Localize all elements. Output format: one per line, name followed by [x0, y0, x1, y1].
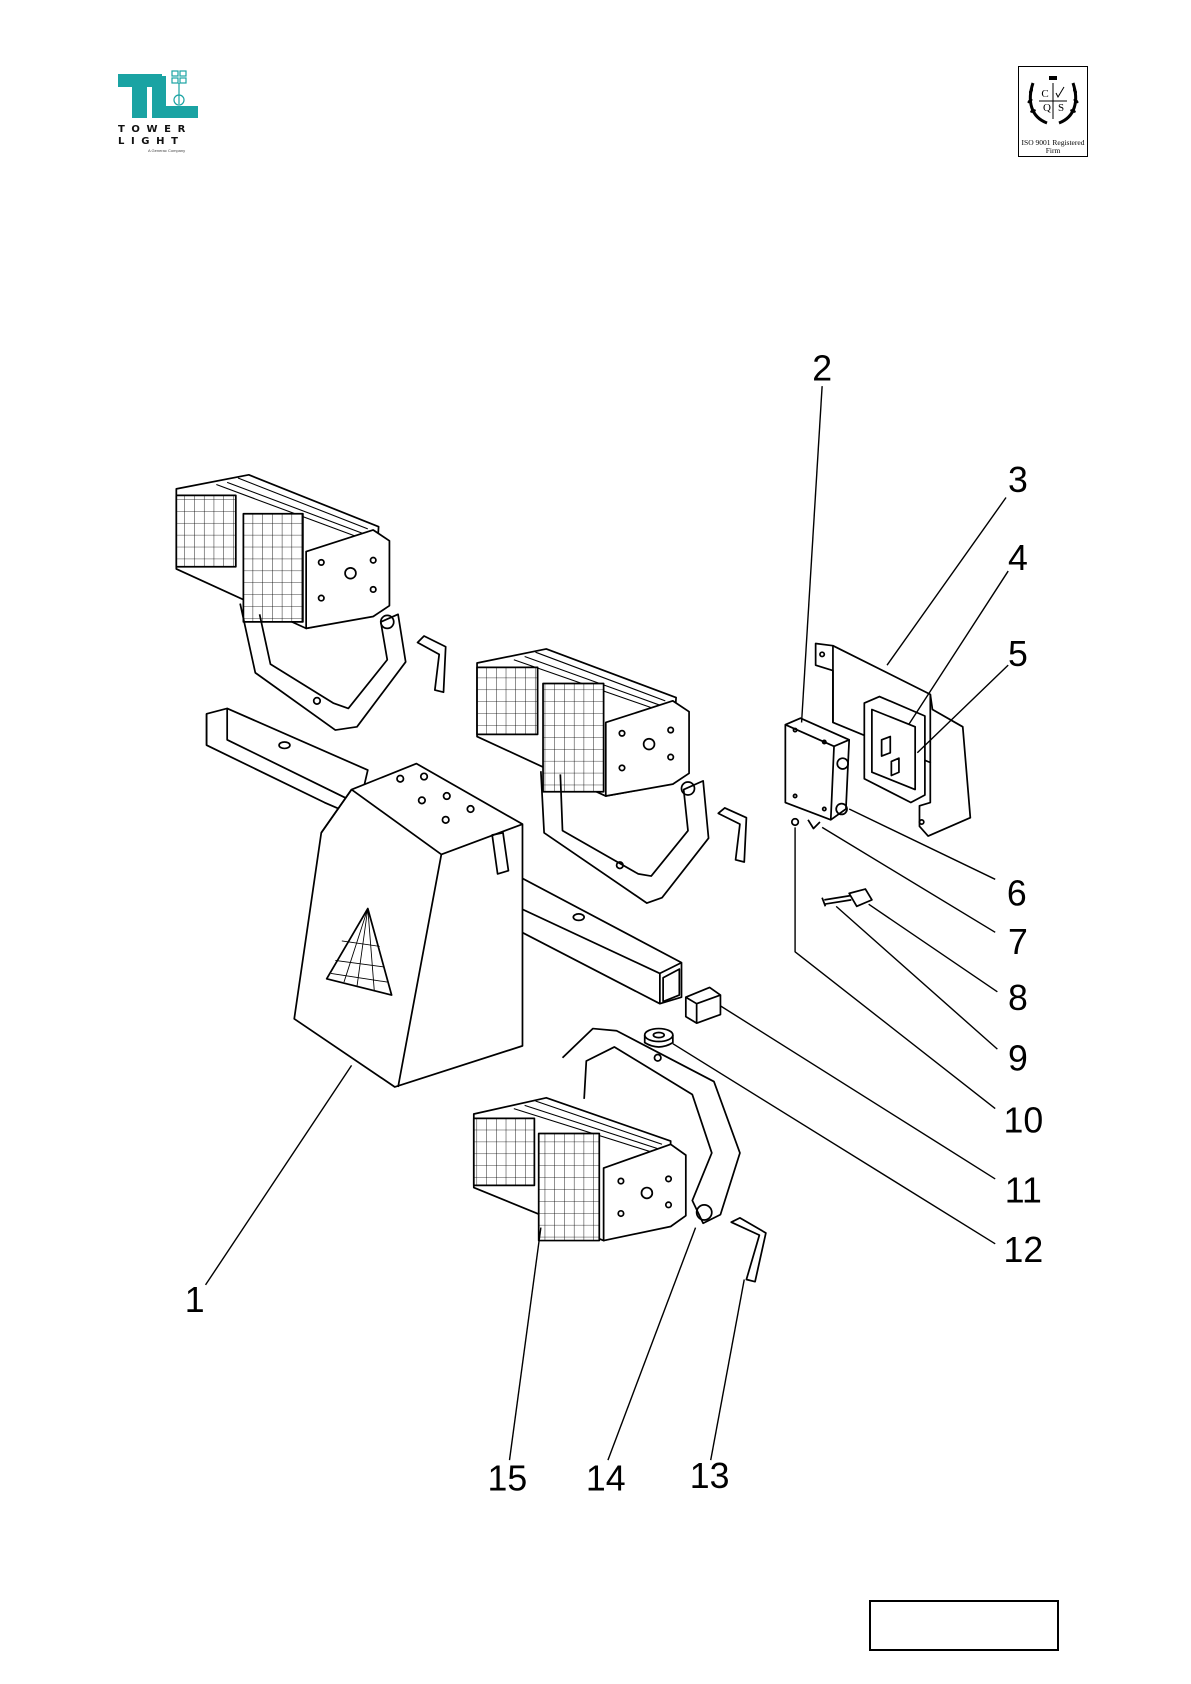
callout-11: 11: [1005, 1171, 1042, 1211]
callout-9: 9: [1008, 1039, 1028, 1079]
callout-1: 1: [185, 1280, 205, 1320]
floodlight-upper-left: [176, 475, 445, 730]
small-hardware: [792, 819, 872, 907]
callout-8: 8: [1008, 978, 1028, 1018]
callout-10: 10: [1003, 1100, 1043, 1140]
callout-3: 3: [1008, 460, 1028, 500]
main-housing: [294, 764, 522, 1087]
callout-4: 4: [1008, 538, 1028, 578]
callout-6: 6: [1007, 873, 1027, 913]
junction-box: [785, 718, 849, 828]
callout-5: 5: [1008, 634, 1028, 674]
reference-box: [869, 1600, 1059, 1651]
floodlight-lower: [474, 1029, 766, 1282]
end-cap: [686, 987, 721, 1023]
callout-14: 14: [586, 1458, 626, 1498]
callout-13: 13: [690, 1456, 730, 1496]
callout-12: 12: [1003, 1230, 1043, 1270]
callout-2: 2: [812, 349, 832, 389]
callout-15: 15: [487, 1458, 527, 1498]
washer: [645, 1029, 673, 1047]
callout-7: 7: [1008, 922, 1028, 962]
